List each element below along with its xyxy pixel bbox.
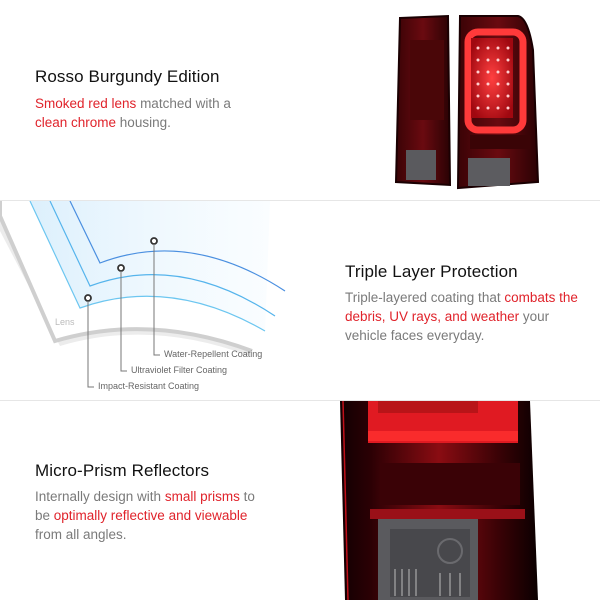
section-triple-layer: Lens Water-Repellent Coating Ultraviolet… [0, 201, 600, 401]
section-description: Smoked red lens matched with a clean chr… [35, 96, 231, 130]
section-rosso-burgundy: Rosso Burgundy Edition Smoked red lens m… [0, 0, 600, 200]
highlight-text: Smoked red lens [35, 96, 137, 111]
highlight-text: clean chrome [35, 115, 117, 130]
callout-water-repellent: Water-Repellent Coating [164, 349, 263, 359]
highlight-text: small prisms [164, 489, 240, 504]
highlight-text: combats the debris, UV rays, and weather [345, 290, 578, 324]
coating-layers-diagram [0, 201, 286, 388]
tail-light-pair-image [394, 14, 540, 190]
callout-ultraviolet-filter: Ultraviolet Filter Coating [131, 365, 228, 375]
section-title: Triple Layer Protection [345, 262, 518, 281]
section-title: Micro-Prism Reflectors [35, 461, 210, 480]
callout-impact-resistant: Impact-Resistant Coating [98, 381, 200, 391]
section-description: Internally design with small prisms to b… [35, 489, 255, 542]
highlight-text: optimally reflective and viewable [53, 508, 248, 523]
section-description: Triple-layered coating that combats the … [345, 290, 578, 343]
section-divider [0, 400, 600, 401]
tail-light-closeup-image [340, 401, 538, 600]
lens-label: Lens [55, 317, 75, 327]
section-micro-prism: Micro-Prism Reflectors Internally design… [0, 401, 600, 600]
section-divider [0, 200, 600, 201]
section-title: Rosso Burgundy Edition [35, 67, 220, 86]
